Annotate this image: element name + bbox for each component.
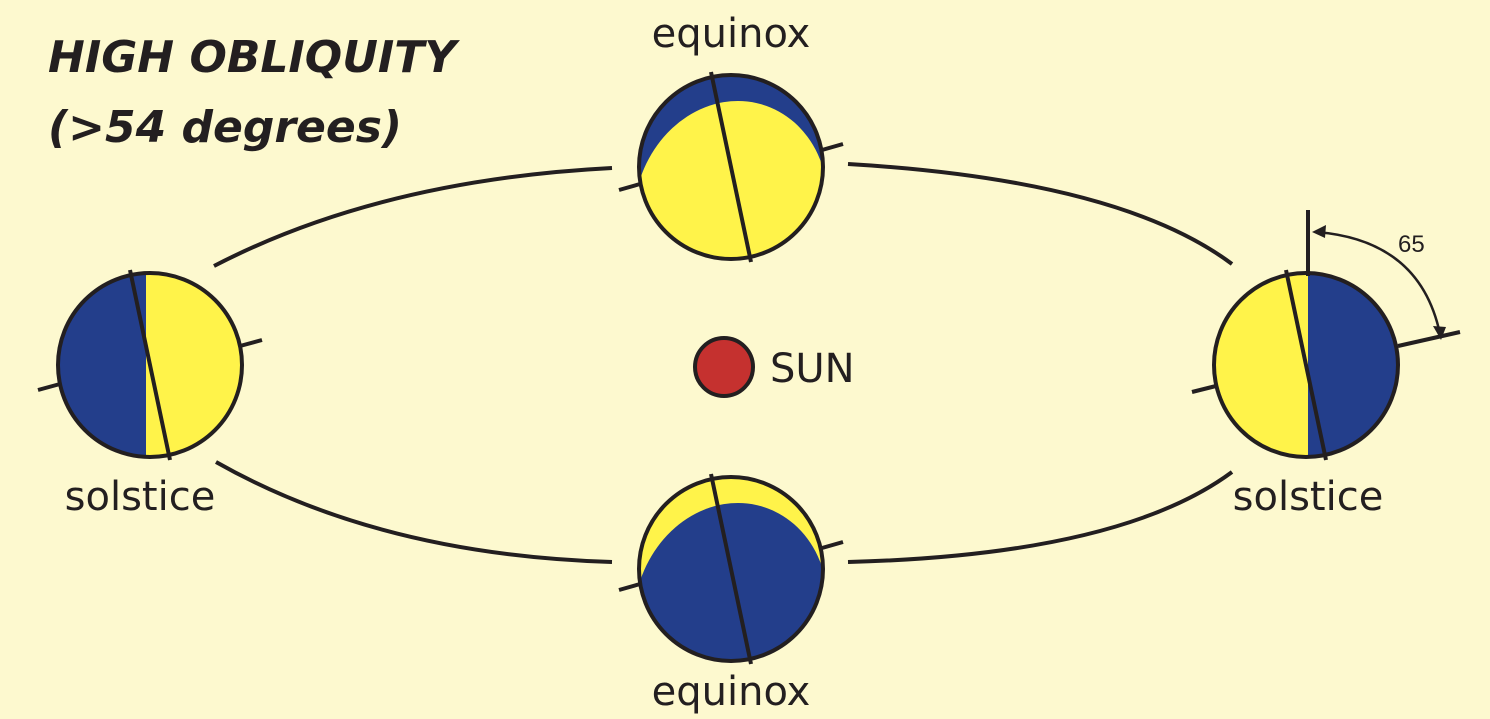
planet-equinox-bottom bbox=[618, 473, 844, 665]
sun-icon bbox=[693, 336, 755, 398]
solstice-left-label: solstice bbox=[65, 474, 216, 520]
rotation-axis bbox=[709, 473, 753, 665]
title-line-1: HIGH OBLIQUITY bbox=[48, 32, 460, 83]
solstice-right-label: solstice bbox=[1233, 474, 1384, 520]
title-line-2: (>54 degrees) bbox=[48, 102, 402, 153]
rotation-axis bbox=[709, 71, 753, 263]
planet-solstice-left bbox=[37, 269, 263, 461]
sun-label: SUN bbox=[770, 346, 855, 392]
planet-equinox-top bbox=[618, 71, 844, 263]
equator-tick-left bbox=[1191, 384, 1217, 394]
arrowhead-bottom bbox=[1433, 326, 1446, 340]
obliquity-angle-arc bbox=[1312, 225, 1446, 340]
equator-tick-right bbox=[821, 142, 844, 152]
orbit-arc-upper-right bbox=[847, 162, 1234, 266]
equator-extension-line bbox=[1397, 330, 1461, 348]
angle-label: 65 bbox=[1398, 231, 1425, 258]
planet-night-side bbox=[58, 273, 146, 457]
orbit-arc-upper-left bbox=[213, 166, 613, 268]
rotation-axis bbox=[1284, 269, 1328, 461]
planet-night-side bbox=[639, 503, 823, 661]
equinox-bottom-label: equinox bbox=[652, 669, 811, 715]
orbit-arc-lower-left bbox=[215, 460, 613, 564]
equator-tick-left bbox=[618, 182, 641, 192]
equator-tick-right bbox=[239, 338, 263, 348]
equator-tick-left bbox=[618, 582, 641, 592]
arrowhead-left bbox=[1312, 225, 1326, 238]
orbit-arc-lower-right bbox=[847, 470, 1234, 564]
equinox-top-label: equinox bbox=[652, 11, 811, 57]
rotation-axis bbox=[128, 269, 172, 461]
equator-tick-right bbox=[821, 540, 844, 550]
orbit-ellipse bbox=[213, 162, 1234, 564]
equator-tick-left bbox=[37, 382, 61, 392]
planet-day-side bbox=[639, 101, 823, 259]
planet-day-side bbox=[146, 273, 242, 457]
